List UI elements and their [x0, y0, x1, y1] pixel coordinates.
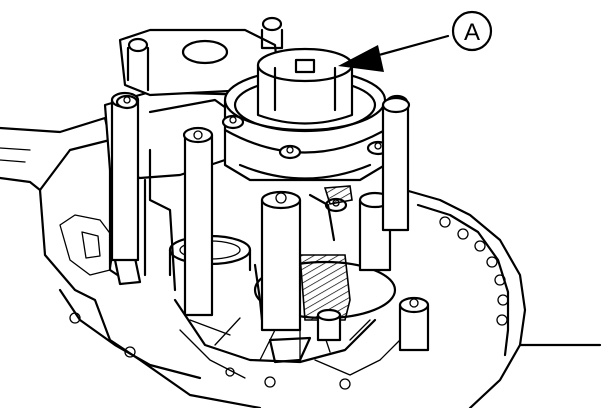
special-tool-socket [256, 47, 354, 125]
pump-detail-bracket [308, 185, 353, 242]
case-bolt-holes [69, 216, 509, 390]
bolt-5 [221, 114, 245, 130]
front-standoff-posts [260, 96, 430, 352]
case-ribs [173, 298, 401, 379]
callout-a: A [338, 10, 493, 72]
callout-leader-line [366, 34, 450, 60]
bolt-2 [278, 144, 302, 160]
callout-arrowhead [338, 45, 384, 72]
callout-circle [451, 10, 493, 52]
left-standoff-posts [110, 91, 214, 317]
callout-label: A [464, 19, 480, 46]
pump-top-cover [118, 16, 284, 97]
bolt-1 [115, 94, 139, 110]
